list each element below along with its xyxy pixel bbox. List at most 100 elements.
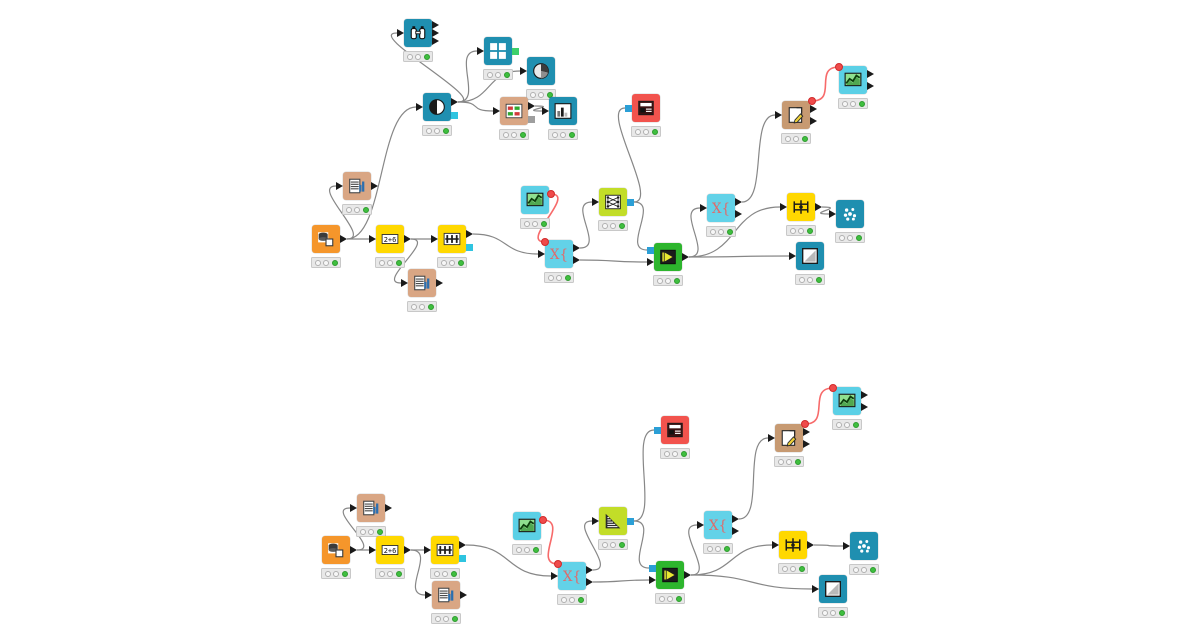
node-body[interactable]: 2+6 <box>376 225 404 253</box>
node-input-port[interactable] <box>649 575 656 584</box>
node-input-port[interactable] <box>477 46 484 55</box>
connection-data[interactable] <box>457 101 494 112</box>
node-body[interactable] <box>850 532 878 560</box>
node-input-port[interactable] <box>538 249 545 258</box>
node-input-port[interactable] <box>520 66 527 75</box>
node-output-port[interactable] <box>432 36 439 45</box>
node-input-port[interactable] <box>416 102 423 111</box>
node-input-port-flowvariable[interactable] <box>835 63 843 71</box>
node-output-port[interactable] <box>573 255 580 264</box>
node-input-port-model[interactable] <box>647 246 654 254</box>
node-input-port[interactable] <box>431 234 438 243</box>
node-output-port-model[interactable] <box>627 517 634 525</box>
connection-data[interactable] <box>741 114 776 203</box>
node-output-port[interactable] <box>404 234 411 243</box>
node-output-port[interactable] <box>385 503 392 512</box>
node-body[interactable] <box>656 561 684 589</box>
connection-data[interactable] <box>410 549 426 596</box>
node-output-port[interactable] <box>861 390 868 399</box>
node-body[interactable] <box>521 186 549 214</box>
node-body[interactable] <box>839 66 867 94</box>
node-input-port[interactable] <box>812 584 819 593</box>
node-body[interactable] <box>599 188 627 216</box>
node-output-port[interactable] <box>810 116 817 125</box>
node-output-port-flowvariable[interactable] <box>547 190 555 198</box>
node-body[interactable] <box>796 242 824 270</box>
node-output-port-model[interactable] <box>466 243 473 251</box>
node-input-port[interactable] <box>425 590 432 599</box>
node-body[interactable] <box>549 97 577 125</box>
node-input-port[interactable] <box>829 209 836 218</box>
node-input-port[interactable] <box>647 257 654 266</box>
node-input-port[interactable] <box>592 516 599 525</box>
node-output-port[interactable] <box>460 590 467 599</box>
node-body[interactable] <box>775 424 803 452</box>
node-output-port[interactable] <box>404 545 411 554</box>
connection-data[interactable] <box>813 544 844 547</box>
node-output-port-model[interactable] <box>451 111 458 119</box>
node-input-port[interactable] <box>772 540 779 549</box>
node-body[interactable] <box>819 575 847 603</box>
node-body[interactable] <box>404 19 432 47</box>
node-input-port[interactable] <box>768 433 775 442</box>
node-output-port[interactable] <box>340 234 347 243</box>
node-input-port[interactable] <box>493 106 500 115</box>
node-output-port[interactable] <box>459 540 466 549</box>
connection-data[interactable] <box>472 233 539 255</box>
node-input-port[interactable] <box>775 110 782 119</box>
node-output-port[interactable] <box>735 209 742 218</box>
node-output-port[interactable] <box>810 104 817 113</box>
node-body[interactable]: 2+6 <box>376 536 404 564</box>
node-output-port[interactable] <box>436 278 443 287</box>
connection-data[interactable] <box>457 50 478 103</box>
connection-model[interactable] <box>633 520 650 569</box>
connection-data[interactable] <box>579 259 648 263</box>
node-body[interactable] <box>527 57 555 85</box>
node-output-port[interactable] <box>586 565 593 574</box>
node-input-port-model[interactable] <box>654 426 661 434</box>
node-output-port[interactable] <box>350 545 357 554</box>
connection-data[interactable] <box>688 255 790 258</box>
node-input-port[interactable] <box>369 234 376 243</box>
node-input-port[interactable] <box>397 28 404 37</box>
node-output-port[interactable] <box>732 526 739 535</box>
connection-flowvar[interactable] <box>811 66 840 102</box>
node-input-port[interactable] <box>789 251 796 260</box>
node-input-port-flowvariable[interactable] <box>554 560 562 568</box>
node-output-port[interactable] <box>528 101 535 110</box>
node-output-port[interactable] <box>861 402 868 411</box>
node-output-port[interactable] <box>815 202 822 211</box>
node-input-port-flowvariable[interactable] <box>829 384 837 392</box>
node-output-port[interactable] <box>586 577 593 586</box>
node-body[interactable] <box>408 269 436 297</box>
node-output-port-model[interactable] <box>459 554 466 562</box>
node-body[interactable]: X{ <box>704 511 732 539</box>
node-body[interactable] <box>654 243 682 271</box>
node-body[interactable] <box>661 416 689 444</box>
node-body[interactable] <box>322 536 350 564</box>
node-output-port[interactable] <box>803 427 810 436</box>
node-output-port[interactable] <box>803 439 810 448</box>
node-output-port-model[interactable] <box>627 198 634 206</box>
node-output-port-flowvariable[interactable] <box>539 516 547 524</box>
connection-data[interactable] <box>738 437 769 520</box>
node-input-port-model[interactable] <box>649 564 656 572</box>
node-output-port[interactable] <box>684 570 691 579</box>
node-input-port[interactable] <box>592 197 599 206</box>
node-output-port[interactable] <box>466 229 473 238</box>
node-body[interactable] <box>432 581 460 609</box>
node-output-port[interactable] <box>807 540 814 549</box>
node-input-port-model[interactable] <box>625 104 632 112</box>
node-body[interactable] <box>836 200 864 228</box>
node-output-port-model[interactable] <box>528 115 535 123</box>
node-body[interactable] <box>500 97 528 125</box>
node-output-port[interactable] <box>432 20 439 29</box>
node-output-port-flowvariable[interactable] <box>801 420 809 428</box>
node-output-port[interactable] <box>573 243 580 252</box>
node-output-port-flowvariable[interactable] <box>808 97 816 105</box>
node-input-port[interactable] <box>424 545 431 554</box>
node-input-port[interactable] <box>780 202 787 211</box>
connection-data[interactable] <box>592 579 650 583</box>
node-body[interactable] <box>357 494 385 522</box>
